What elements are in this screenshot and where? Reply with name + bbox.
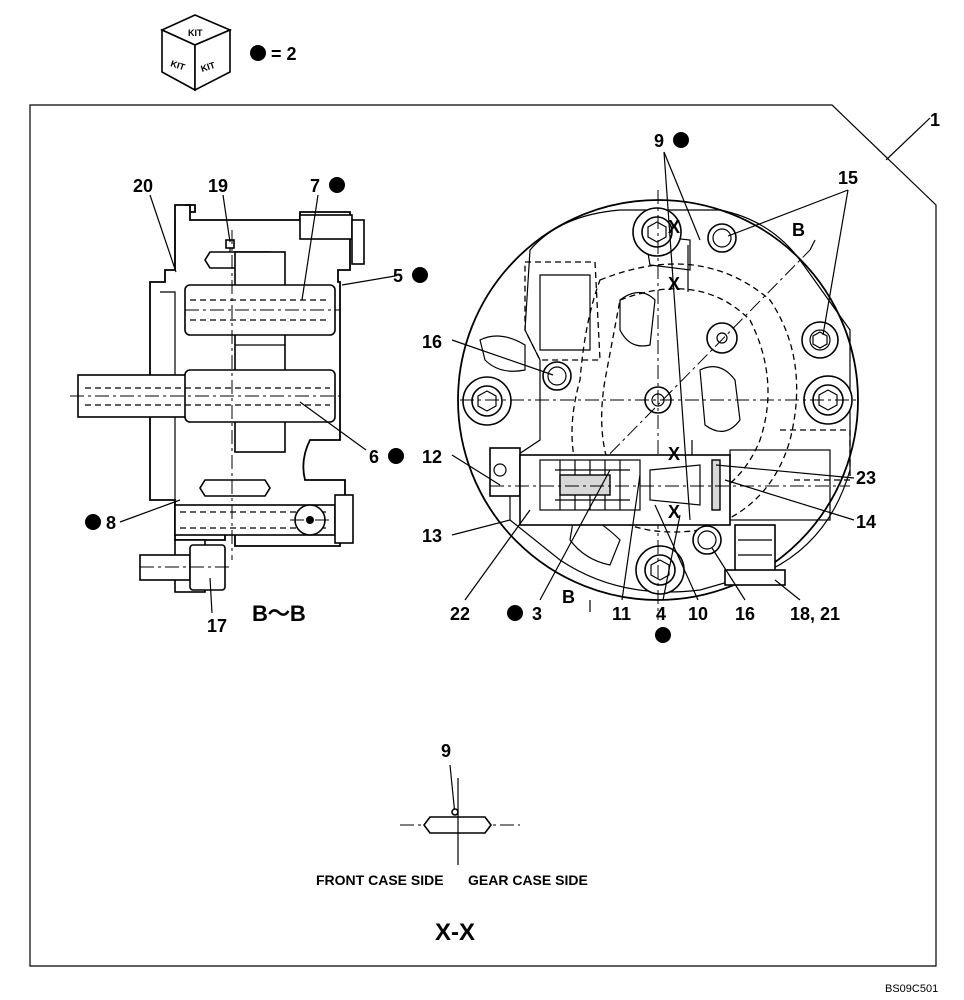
label-part-8: 8 (106, 513, 116, 533)
label-pin-9-detail: 9 (441, 741, 451, 761)
kit-bullet-icon (655, 627, 671, 643)
label-part-18-21: 18, 21 (790, 604, 840, 624)
detail-xx-title: X-X (435, 919, 475, 946)
label-plug-13: 13 (422, 526, 442, 546)
kit-bullet-icon (85, 514, 101, 530)
front-case-side-label: FRONT CASE SIDE (316, 872, 444, 888)
kit-legend-text: = 2 (271, 44, 297, 64)
kit-face-left: KIT (169, 58, 186, 72)
section-bb-title: B～B (252, 601, 306, 626)
kit-icon: KIT KIT KIT (160, 14, 233, 92)
label-part-20: 20 (133, 176, 153, 196)
label-assembly: 1 (930, 110, 940, 130)
arrow-b-bottom-label: B (562, 587, 575, 607)
gear-case-side-label: GEAR CASE SIDE (468, 872, 588, 888)
label-part-11: 11 (612, 604, 631, 624)
x-mark-4: X (668, 502, 680, 522)
label-part-4: 4 (656, 604, 666, 624)
kit-bullet-icon (250, 45, 266, 61)
kit-bullet-icon (388, 448, 404, 464)
label-part-22: 22 (450, 604, 470, 624)
drawing-code: BS09C501 (885, 983, 938, 995)
arrow-b-label: B (792, 220, 805, 240)
label-part-14: 14 (856, 512, 876, 532)
x-mark-3: X (668, 444, 680, 464)
kit-face-top: KIT (188, 28, 203, 38)
label-part-23: 23 (856, 468, 876, 488)
x-mark-1: X (668, 217, 680, 237)
section-bb-drawing (70, 204, 365, 593)
kit-bullet-icon (329, 177, 345, 193)
label-part-10: 10 (688, 604, 708, 624)
label-part-6: 6 (369, 447, 379, 467)
label-plug-16b: 16 (735, 604, 755, 624)
kit-bullet-icon (673, 132, 689, 148)
label-part-17: 17 (207, 616, 227, 636)
detail-xx-drawing (400, 764, 520, 865)
front-view-drawing (457, 190, 860, 620)
label-part-7: 7 (310, 176, 320, 196)
label-plug-16a: 16 (422, 332, 442, 352)
label-part-19: 19 (208, 176, 228, 196)
label-part-5: 5 (393, 266, 403, 286)
label-plug-12: 12 (422, 447, 442, 467)
kit-bullet-icon (412, 267, 428, 283)
kit-bullet-icon (507, 605, 523, 621)
label-bolt-15: 15 (838, 168, 858, 188)
label-pin-9: 9 (654, 131, 664, 151)
x-mark-2: X (668, 274, 680, 294)
kit-face-right: KIT (200, 60, 217, 74)
detail-frame (29, 104, 937, 967)
label-part-3: 3 (532, 604, 542, 624)
